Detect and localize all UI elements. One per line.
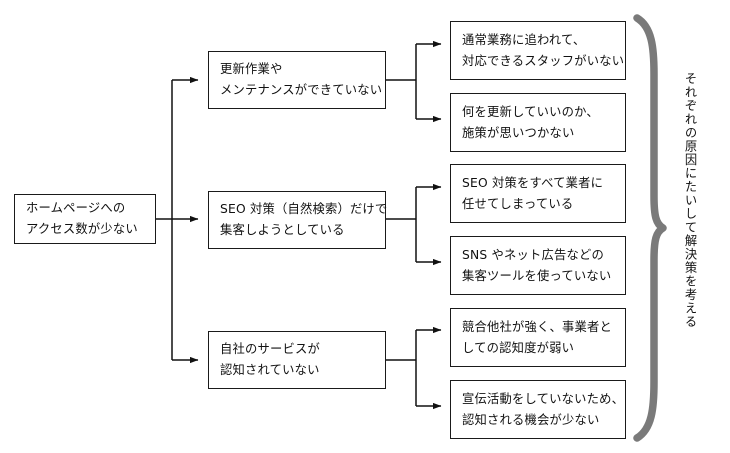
effect-2-1-line-2: 任せてしまっている [462, 196, 574, 211]
root-problem-box[interactable]: ホームページへの アクセス数が少ない [14, 194, 156, 244]
cause-3-line-1: 自社のサービスが [220, 342, 320, 356]
root-line-2: アクセス数が少ない [26, 222, 138, 236]
effect-3-2-line-1: 宣伝活動をしていないため、 [462, 391, 625, 406]
effect-box-1-2[interactable]: 何を更新していいのか、 施策が思いつかない [450, 93, 626, 152]
effect-box-2-2[interactable]: SNS やネット広告などの 集客ツールを使っていない [450, 236, 626, 295]
cause-2-line-2: 集客しようとしている [220, 223, 345, 237]
effect-1-1-line-1: 通常業務に追われて、 [462, 32, 586, 47]
cause-box-1[interactable]: 更新作業や メンテナンスができていない [208, 51, 386, 109]
connector-root-trunk [156, 76, 199, 364]
effect-2-2-line-1: SNS やネット広告などの [462, 247, 604, 262]
effect-1-1-line-2: 対応できるスタッフがいない [462, 53, 625, 68]
cause-3-line-2: 認知されていない [220, 363, 320, 377]
effect-box-2-1[interactable]: SEO 対策をすべて業者に 任せてしまっている [450, 164, 626, 223]
cause-box-3[interactable]: 自社のサービスが 認知されていない [208, 331, 386, 389]
effect-1-2-line-1: 何を更新していいのか、 [462, 104, 599, 119]
vertical-annotation-text: それぞれの原因にたいして解決策を考える [683, 72, 697, 329]
connector-cause-1 [386, 40, 442, 123]
effect-1-2-line-2: 施策が思いつかない [462, 125, 575, 140]
effect-3-2-line-2: 認知される機会が少ない [462, 412, 600, 427]
cause-box-2[interactable]: SEO 対策（自然検索）だけで 集客しようとしている [208, 191, 388, 249]
effect-2-1-line-1: SEO 対策をすべて業者に [462, 175, 604, 190]
effect-box-3-2[interactable]: 宣伝活動をしていないため、 認知される機会が少ない [450, 380, 626, 439]
effect-box-1-1[interactable]: 通常業務に追われて、 対応できるスタッフがいない [450, 21, 626, 80]
effect-2-2-line-2: 集客ツールを使っていない [462, 268, 612, 283]
effect-box-3-1[interactable]: 競合他社が強く、事業者と しての認知度が弱い [450, 308, 626, 367]
cause-1-line-2: メンテナンスができていない [220, 83, 383, 97]
cause-1-line-1: 更新作業や [220, 62, 283, 76]
root-line-1: ホームページへの [26, 201, 126, 215]
connector-cause-2 [386, 183, 442, 266]
effect-3-1-line-1: 競合他社が強く、事業者と [462, 319, 612, 334]
cause-2-line-1: SEO 対策（自然検索）だけで [220, 202, 388, 216]
connector-cause-3 [386, 326, 442, 410]
effect-3-1-line-2: しての認知度が弱い [462, 340, 575, 355]
